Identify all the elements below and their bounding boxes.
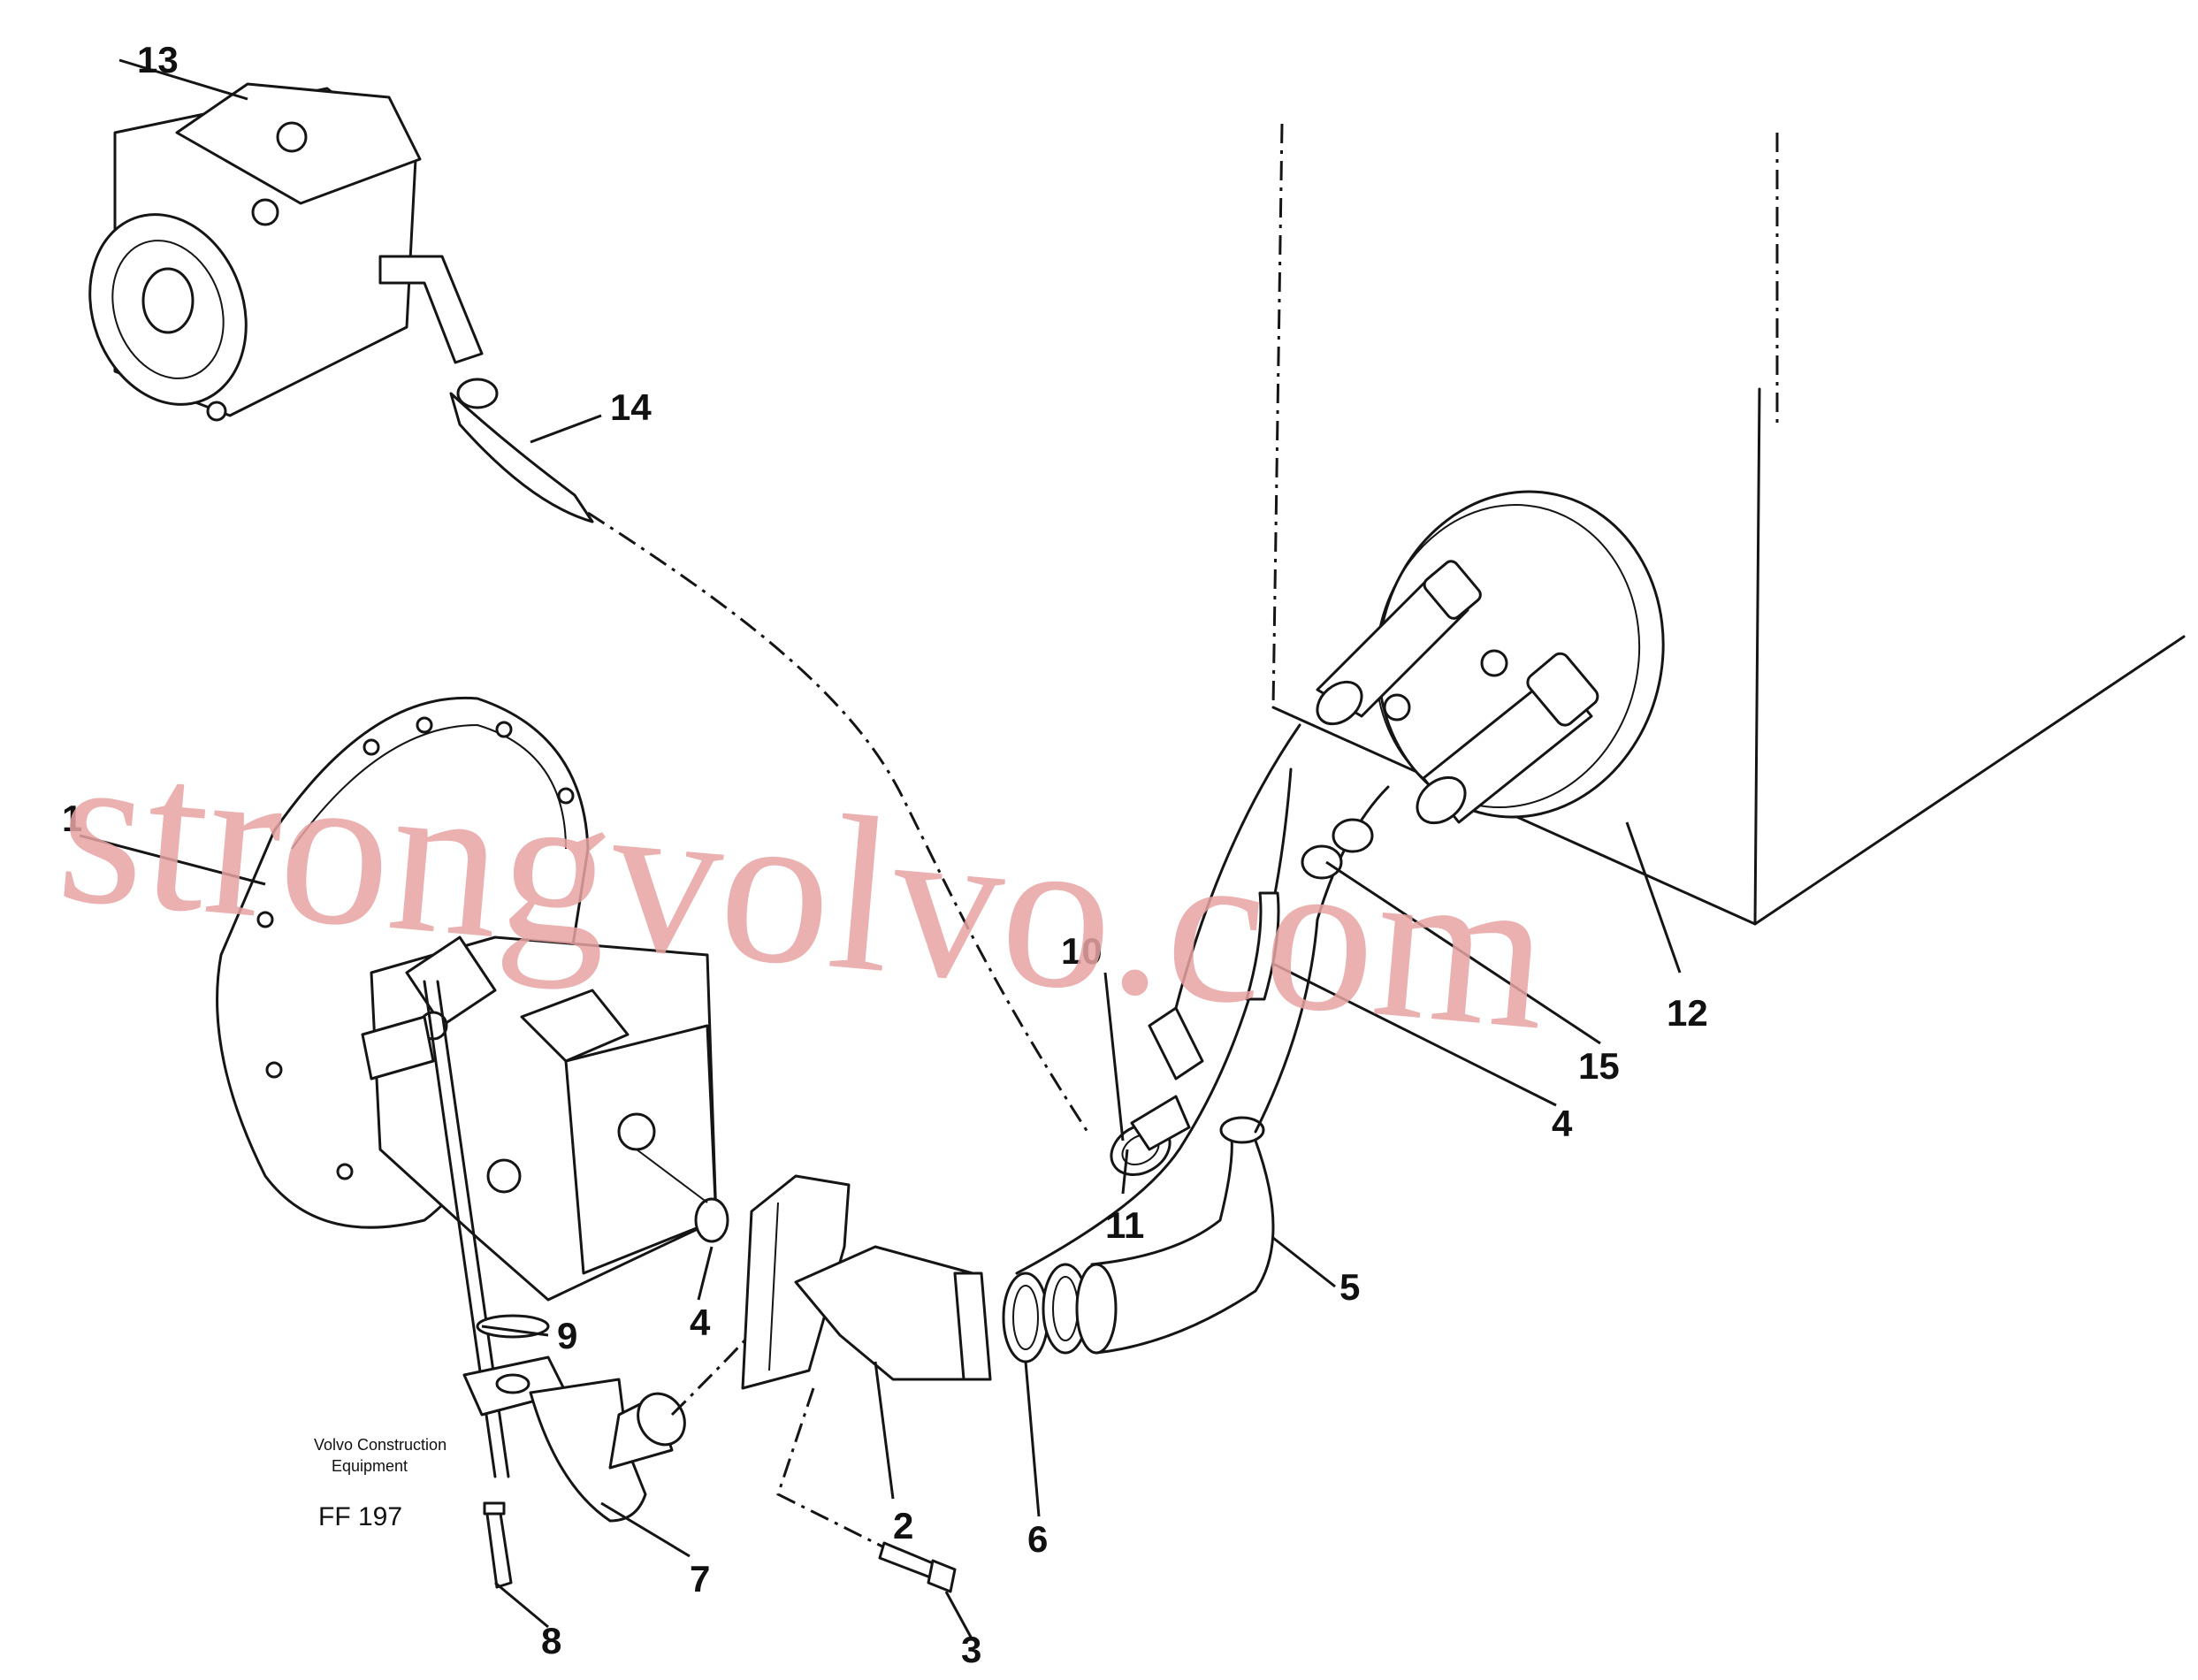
pipe-2 — [794, 1245, 992, 1381]
part-label-9: 9 — [557, 1315, 577, 1356]
part-label-12: 12 — [1667, 992, 1708, 1034]
caption-line-2: Equipment — [332, 1457, 408, 1475]
bolt-3 — [776, 1387, 957, 1593]
part-label-10: 10 — [1061, 930, 1103, 972]
part-labels: 13 14 1 10 11 12 15 4 5 4 9 2 6 7 8 3 — [62, 39, 1708, 1670]
hose-14 — [449, 378, 1089, 1133]
caption-line-1: Volvo Construction — [314, 1436, 446, 1454]
part-label-1: 1 — [62, 798, 82, 839]
hose-5 — [1075, 1116, 1275, 1355]
o-ring-4 — [694, 1197, 729, 1243]
part-label-5: 5 — [1339, 1266, 1360, 1308]
part-label-11: 11 — [1105, 1204, 1144, 1246]
part-label-13: 13 — [137, 39, 179, 80]
bolt-8 — [485, 1506, 513, 1589]
part-label-8: 8 — [541, 1620, 561, 1661]
connectors-15 — [1245, 818, 1374, 1001]
part-label-6: 6 — [1027, 1518, 1048, 1560]
figure-code: FF 197 — [318, 1502, 402, 1531]
part-label-3: 3 — [961, 1629, 981, 1670]
part-label-4-lower: 4 — [690, 1302, 711, 1343]
part-label-7: 7 — [690, 1558, 710, 1600]
part-label-4-upper: 4 — [1552, 1103, 1573, 1144]
gear-pump — [88, 82, 484, 422]
part-label-14: 14 — [610, 386, 652, 428]
part-label-15: 15 — [1578, 1045, 1620, 1087]
hydraulic-tank — [1271, 123, 2186, 926]
hose-clamps-6 — [1002, 1263, 1089, 1363]
elbow-hose-7 — [529, 1299, 780, 1523]
leader-lines — [79, 58, 1682, 1641]
part-label-2: 2 — [893, 1505, 913, 1546]
